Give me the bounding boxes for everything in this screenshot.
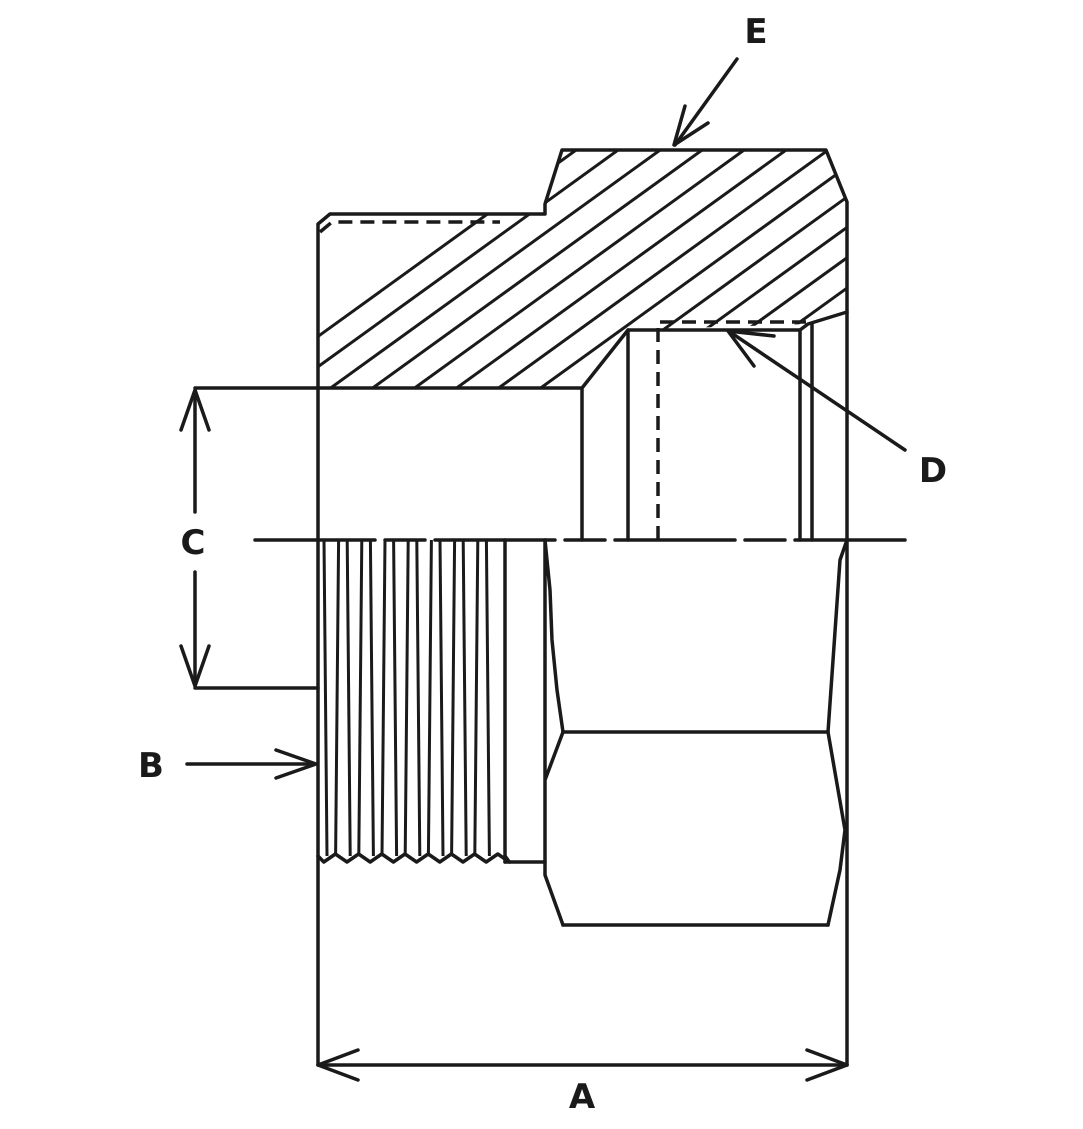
dimension-c: C [179,386,320,690]
upper-bore-outline [316,310,849,390]
label-c: C [181,523,206,563]
thread-line [450,539,457,857]
thread-line [473,539,480,857]
hatch-line [355,150,717,388]
dimension-a: A [316,1048,849,1117]
thread-line [484,539,491,857]
thread-line [357,539,364,857]
hatch-line [944,140,1083,400]
leader-b: B [138,746,318,786]
hatch-line [986,140,1083,400]
hatch-line [1070,140,1083,400]
upper-section-outline [316,148,849,542]
hatch-line [902,140,1083,400]
thread-line [380,539,387,857]
thread-root-zigzag [316,852,512,864]
hatch-line [318,150,633,388]
hatch-line [817,150,847,388]
leader-d: D [726,329,947,491]
thread-line [461,539,468,857]
label-b: B [138,746,164,786]
external-threads [322,539,491,857]
thread-line [322,539,329,857]
label-a: A [569,1077,596,1117]
hatch-line [318,150,675,388]
label-e: E [744,12,767,52]
thread-line [368,539,375,857]
hatch-line [860,140,1083,400]
hidden-thread-line-top [318,220,500,234]
leader-e: E [672,12,768,147]
hatch-line [523,150,847,388]
label-d: D [919,451,947,491]
hex-profile-right [826,538,849,927]
thread-line [334,539,341,857]
thread-line [438,539,445,857]
hatch-line [397,150,759,388]
hex-profile-left [543,538,565,927]
thread-line [392,539,399,857]
thread-line [415,539,422,857]
hatch-line [439,150,801,388]
thread-line [426,539,433,857]
hidden-thread-line-socket [656,320,808,540]
thread-line [345,539,352,857]
hatch-line [775,150,847,388]
hatch-line [481,150,843,388]
hatch-line [1028,140,1083,400]
thread-line [403,539,410,857]
